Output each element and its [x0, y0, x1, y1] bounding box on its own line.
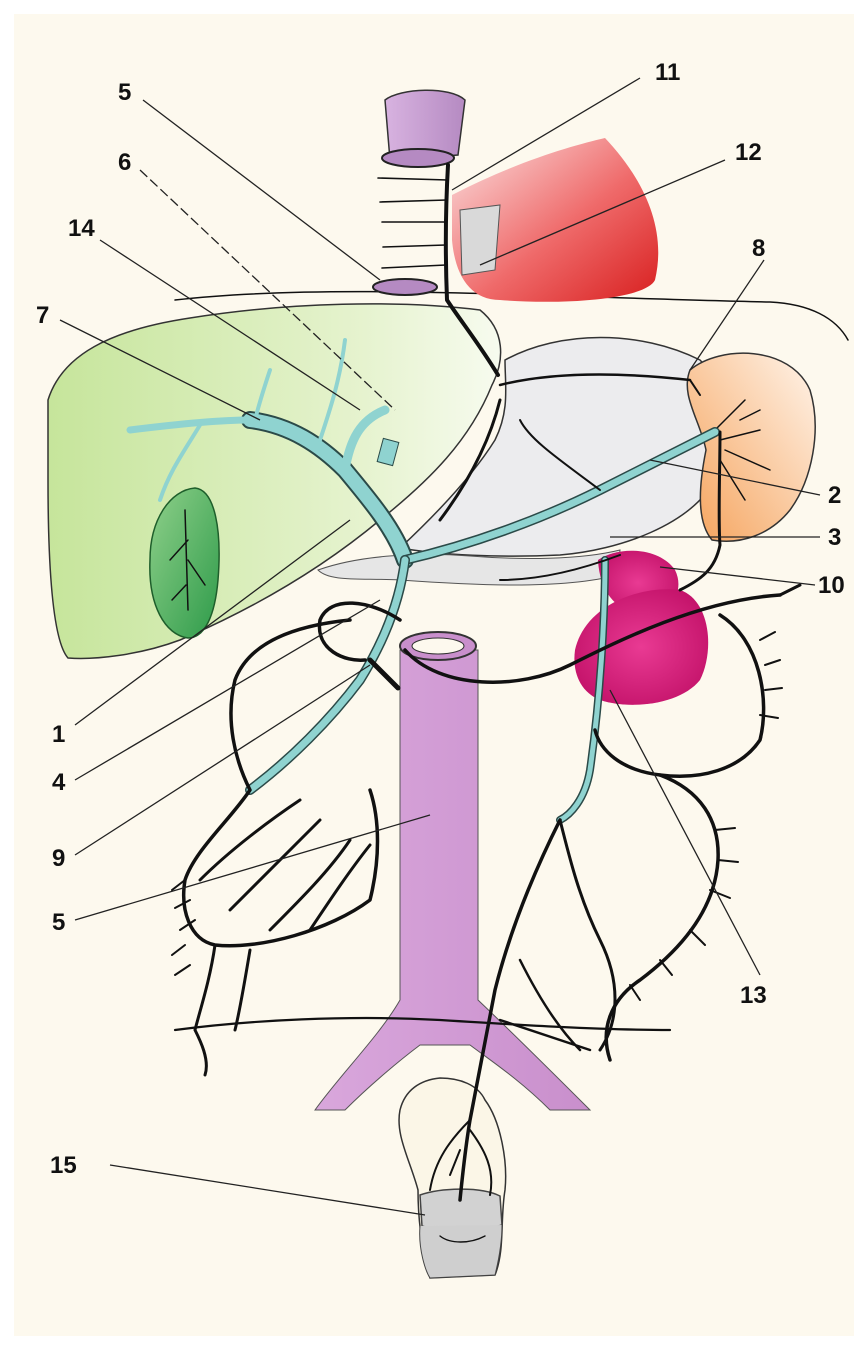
label-6: 6: [118, 149, 131, 176]
label-5-bottom: 5: [52, 909, 65, 936]
label-15: 15: [50, 1152, 77, 1179]
label-7: 7: [36, 302, 49, 329]
label-14: 14: [68, 215, 95, 242]
label-8: 8: [752, 235, 765, 262]
esophagus-lower-ring: [373, 279, 437, 295]
label-3: 3: [828, 524, 841, 551]
aorta-lumen: [412, 638, 464, 654]
label-11: 11: [655, 59, 680, 86]
label-13: 13: [740, 982, 767, 1009]
label-4: 4: [52, 769, 66, 796]
label-2: 2: [828, 482, 841, 509]
esophagus-upper-ring: [382, 149, 454, 167]
label-1: 1: [52, 721, 65, 748]
label-10: 10: [818, 572, 845, 599]
anal-canal: [420, 1225, 502, 1278]
label-12: 12: [735, 139, 762, 166]
label-9: 9: [52, 845, 65, 872]
label-5-top: 5: [118, 79, 131, 106]
